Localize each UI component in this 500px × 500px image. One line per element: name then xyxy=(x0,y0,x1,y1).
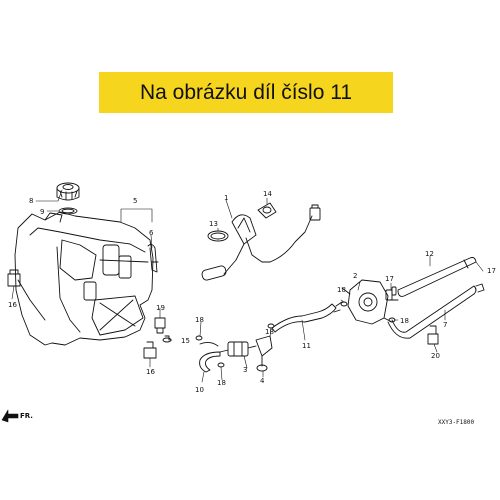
label-3: 3 xyxy=(243,366,247,374)
banner-text: Na obrázku díl číslo 11 xyxy=(139,80,353,104)
label-4: 4 xyxy=(260,377,265,385)
label-16-right: 16 xyxy=(146,368,155,376)
label-19: 19 xyxy=(156,304,165,312)
fuel-unit-assembly xyxy=(201,204,321,281)
fuel-hose-7 xyxy=(387,285,477,339)
cap-gasket xyxy=(58,207,78,215)
drawing-code: XXY3-F1800 xyxy=(438,419,475,426)
hose-clip-18 xyxy=(475,283,485,293)
leader-lines xyxy=(11,189,484,383)
part-labels: 8 9 5 6 16 19 15 16 1 13 14 2 17 12 17 1… xyxy=(8,190,496,394)
label-18-mid: 18 xyxy=(265,328,274,336)
hose-clip-18-a xyxy=(195,335,203,341)
bolt-20 xyxy=(427,325,439,345)
mounting-bolt-16 xyxy=(143,341,157,359)
label-18-pump-right: 18 xyxy=(400,317,409,325)
label-16-left: 16 xyxy=(8,301,17,309)
label-17-top: 17 xyxy=(385,275,394,283)
part-number-banner: Na obrázku díl číslo 11 xyxy=(99,72,393,113)
label-12: 12 xyxy=(425,250,434,258)
label-7: 7 xyxy=(443,321,447,329)
hose-clip-18-d xyxy=(340,301,348,307)
filter-holder xyxy=(255,335,273,372)
washer-15 xyxy=(162,335,172,343)
fuel-filter xyxy=(219,341,257,357)
fuel-hose-11 xyxy=(271,303,337,333)
front-direction-arrow: FR. xyxy=(1,409,33,423)
label-13: 13 xyxy=(209,220,218,228)
label-18-pump-left: 18 xyxy=(337,286,346,294)
fuel-hose-12-end xyxy=(463,259,469,269)
label-8: 8 xyxy=(29,197,33,205)
label-1: 1 xyxy=(224,194,228,202)
fuel-hose-12 xyxy=(397,257,477,297)
label-10: 10 xyxy=(195,386,204,394)
label-6: 6 xyxy=(149,229,154,237)
label-20: 20 xyxy=(431,352,440,360)
label-5: 5 xyxy=(133,197,137,205)
label-2: 2 xyxy=(353,272,357,280)
label-18-bottom: 18 xyxy=(217,379,226,387)
fuel-hose-10-upper xyxy=(199,341,219,347)
fuel-pump xyxy=(341,279,399,325)
retainer-ring-14 xyxy=(257,202,277,219)
label-11: 11 xyxy=(302,342,311,350)
label-14: 14 xyxy=(263,190,272,198)
label-17-right: 17 xyxy=(487,267,496,275)
mounting-bolt-19 xyxy=(154,317,166,334)
breather-hose xyxy=(147,243,158,273)
fuel-tank xyxy=(14,211,154,346)
hose-clip-18-b xyxy=(217,362,225,368)
front-label: FR. xyxy=(20,412,33,420)
label-18-top-left: 18 xyxy=(195,316,204,324)
pump-cushion-17 xyxy=(385,286,397,301)
label-15: 15 xyxy=(181,337,190,345)
fuel-hose-10 xyxy=(199,351,221,373)
sender-gasket-13 xyxy=(207,230,229,242)
label-9: 9 xyxy=(40,208,44,216)
fuel-filler-cap xyxy=(56,182,80,201)
mounting-bolt-left xyxy=(7,269,21,287)
